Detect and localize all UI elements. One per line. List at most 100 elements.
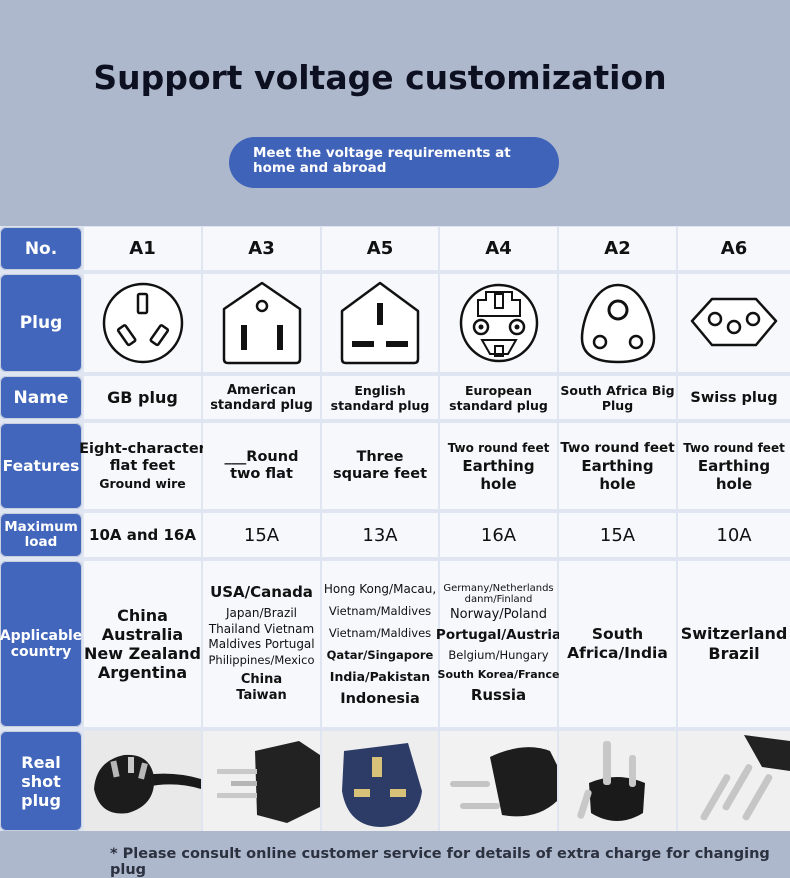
- feature-line: Eight-character: [79, 440, 206, 457]
- country-line: Germany/Netherlands: [443, 583, 554, 594]
- plug-code: A5: [366, 238, 394, 259]
- european-socket-icon: [459, 283, 538, 363]
- gb-plug-photo-icon: [84, 731, 201, 831]
- footnote: * Please consult online customer service…: [110, 846, 770, 878]
- max-load-value: 10A: [716, 524, 752, 546]
- plug-code: A2: [604, 238, 631, 259]
- col-a3-no: A3: [203, 227, 320, 270]
- country-line: South Korea/France: [437, 668, 560, 681]
- feature-line: two flat: [230, 466, 293, 482]
- plug-name: American: [226, 382, 297, 398]
- col-a3-load: 15A: [203, 513, 320, 557]
- col-a6-plug: [678, 274, 790, 372]
- feature-line: Two round feet: [560, 440, 675, 456]
- col-a5-features: Three square feet: [322, 423, 438, 509]
- country-line: Hong Kong/Macau,: [323, 582, 437, 596]
- row-label-applicable-country: Applicable country: [0, 561, 82, 727]
- plug-comparison-table: No. Plug Name Features Maximum load Appl…: [0, 226, 790, 831]
- english-plug-photo: [322, 731, 438, 831]
- feature-line: hole: [480, 475, 517, 493]
- english-socket-icon: [340, 281, 420, 365]
- col-a3-countries: USA/Canada Japan/Brazil Thailand Vietnam…: [203, 561, 320, 727]
- plug-name: GB plug: [107, 388, 178, 407]
- plug-name: Swiss plug: [690, 389, 778, 406]
- country-line: Maldives Portugal: [208, 637, 315, 652]
- country-line: Qatar/Singapore: [326, 648, 434, 662]
- country-line: Portugal/Austria: [435, 627, 562, 643]
- feature-line: square feet: [332, 466, 428, 482]
- feature-line: Earthing: [581, 457, 654, 475]
- col-a4-countries: Germany/Netherlands danm/Finland Norway/…: [436, 561, 561, 727]
- max-load-value: 16A: [480, 524, 517, 546]
- col-a6-no: A6: [678, 227, 790, 270]
- country-line: China: [117, 606, 168, 625]
- gb-plug-photo: [84, 731, 201, 831]
- country-line: Indonesia: [340, 691, 420, 707]
- feature-line: Ground wire: [99, 475, 186, 491]
- country-line: Brazil: [708, 644, 760, 663]
- col-a5-countries: Hong Kong/Macau, Vietnam/Maldives Vietna…: [322, 561, 438, 727]
- col-a5-plug: [322, 274, 438, 372]
- south-africa-socket-icon: [580, 283, 655, 364]
- country-line: Thailand Vietnam: [208, 621, 315, 636]
- col-a3-plug: [203, 274, 320, 372]
- country-line: danm/Finland: [464, 594, 533, 605]
- max-load-value: 10A and 16A: [89, 526, 196, 544]
- feature-line: Two round feet: [683, 441, 785, 455]
- page-title: Support voltage customization: [93, 58, 667, 97]
- row-label-real-shot: Real shot plug: [0, 731, 82, 831]
- plug-name: standard plug: [210, 397, 313, 413]
- col-a3-name: American standard plug: [203, 376, 320, 419]
- country-line: Belgium/Hungary: [448, 648, 549, 662]
- col-a4-plug: [440, 274, 557, 372]
- american-socket-icon: [222, 281, 301, 365]
- col-a2-plug: [559, 274, 676, 372]
- south-africa-plug-photo: [559, 731, 676, 831]
- south-africa-plug-photo-icon: [559, 731, 676, 831]
- col-a3-features: ___Round two flat: [203, 423, 320, 509]
- country-line: India/Pakistan: [329, 669, 431, 684]
- col-a2-features: Two round feet Earthing hole: [559, 423, 676, 509]
- col-a5-no: A5: [322, 227, 438, 270]
- country-line: Australia: [101, 625, 184, 644]
- row-label-max-load: Maximum load: [0, 513, 82, 557]
- country-line: Norway/Poland: [449, 607, 548, 622]
- country-line: USA/Canada: [210, 582, 313, 601]
- row-label-features: Features: [0, 423, 82, 509]
- feature-line: Three: [356, 449, 404, 465]
- col-a4-name: European standard plug: [440, 376, 557, 419]
- col-a5-load: 13A: [322, 513, 438, 557]
- plug-code: A4: [485, 238, 512, 259]
- country-line: Vietnam/Maldives: [328, 626, 432, 640]
- col-a2-no: A2: [559, 227, 676, 270]
- subtitle-pill: Meet the voltage requirements at home an…: [229, 137, 559, 188]
- country-line: Switzerland: [680, 624, 788, 643]
- plug-name: European: [465, 382, 532, 398]
- col-a2-load: 15A: [559, 513, 676, 557]
- col-a6-features: Two round feet Earthing hole: [678, 423, 790, 509]
- col-a6-countries: Switzerland Brazil: [678, 561, 790, 727]
- english-plug-photo-icon: [322, 731, 438, 831]
- row-label-plug: Plug: [0, 274, 82, 372]
- plug-name: standard plug: [330, 397, 430, 413]
- feature-line: hole: [599, 475, 636, 493]
- row-label-no: No.: [0, 227, 82, 270]
- feature-line: hole: [715, 475, 753, 493]
- col-a4-no: A4: [440, 227, 557, 270]
- plug-name: standard plug: [449, 397, 548, 413]
- row-label-name: Name: [0, 376, 82, 419]
- swiss-socket-icon: [690, 297, 778, 347]
- country-line: Africa/India: [567, 644, 668, 662]
- col-a5-name: English standard plug: [322, 376, 438, 419]
- country-line: Russia: [470, 686, 527, 704]
- feature-line: Earthing: [697, 457, 771, 475]
- country-line: South: [591, 625, 644, 643]
- plug-name: English: [354, 382, 406, 398]
- col-a1-no: A1: [84, 227, 201, 270]
- swiss-plug-photo: [678, 731, 790, 831]
- gb-socket-icon: [102, 282, 183, 364]
- col-a2-countries: South Africa/India: [559, 561, 676, 727]
- max-load-value: 15A: [243, 524, 280, 546]
- country-line: New Zealand: [84, 644, 201, 663]
- max-load-value: 15A: [599, 524, 636, 546]
